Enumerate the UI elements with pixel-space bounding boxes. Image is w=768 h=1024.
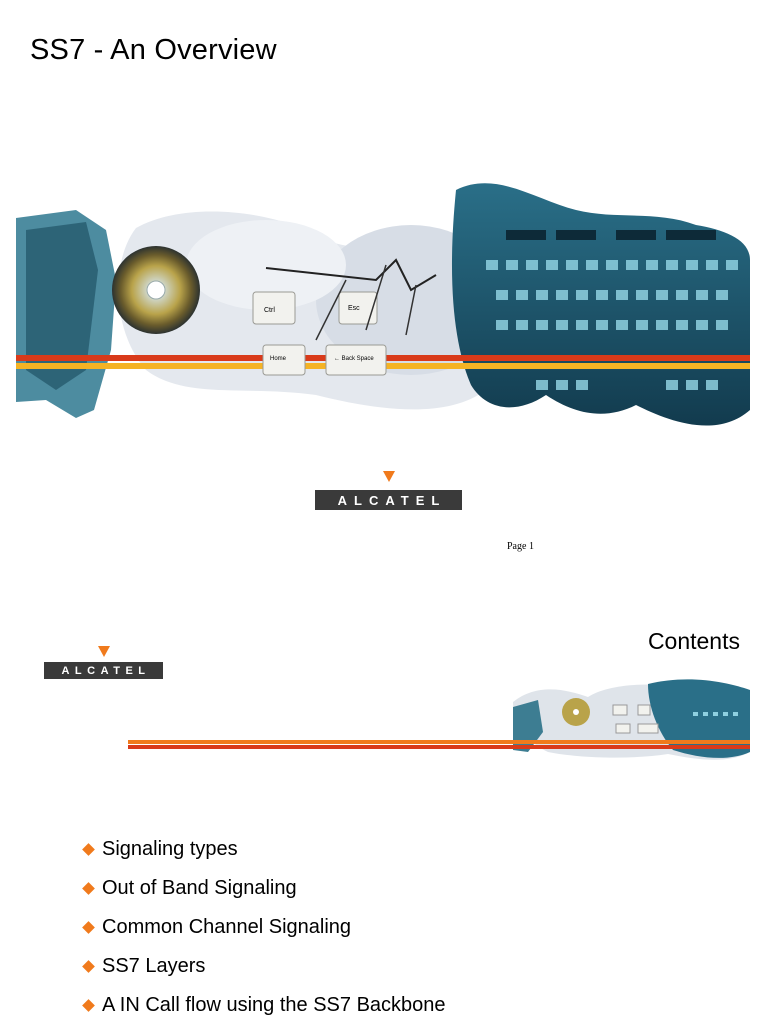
list-item: Common Channel Signaling bbox=[82, 908, 446, 947]
logo-text: ALCATEL bbox=[315, 490, 462, 510]
list-item: A IN Call flow using the SS7 Backbone bbox=[82, 986, 446, 1024]
banner-image: Ctrl Esc Home ← Back Space bbox=[16, 183, 750, 426]
logo-text: ALCATEL bbox=[44, 662, 163, 679]
svg-text:← Back Space: ← Back Space bbox=[334, 356, 374, 362]
bullet-diamond-icon bbox=[82, 882, 95, 895]
contents-title: Contents bbox=[647, 628, 740, 654]
slide-title: SS7 - An Overview bbox=[30, 34, 277, 66]
svg-text:Home: Home bbox=[270, 356, 287, 362]
list-item-label: Out of Band Signaling bbox=[102, 877, 297, 899]
list-item: SS7 Layers bbox=[82, 947, 446, 986]
bullet-diamond-icon bbox=[82, 999, 95, 1012]
list-item-label: Signaling types bbox=[102, 838, 238, 860]
list-item: Out of Band Signaling bbox=[82, 869, 446, 908]
bullet-diamond-icon bbox=[82, 921, 95, 934]
page-number: Page 1 bbox=[507, 541, 534, 552]
mini-banner-image bbox=[128, 679, 750, 760]
logo-triangle-icon bbox=[97, 646, 110, 657]
list-item-label: Common Channel Signaling bbox=[102, 916, 352, 938]
bullet-diamond-icon bbox=[82, 843, 95, 856]
bullet-diamond-icon bbox=[82, 960, 95, 973]
logo-triangle-icon bbox=[382, 471, 395, 482]
contents-list: Signaling types Out of Band Signaling Co… bbox=[82, 830, 446, 1024]
alcatel-logo-small: ALCATEL bbox=[44, 646, 163, 679]
list-item: Signaling types bbox=[82, 830, 446, 869]
list-item-label: SS7 Layers bbox=[102, 955, 206, 977]
svg-text:Esc: Esc bbox=[348, 305, 360, 312]
alcatel-logo: ALCATEL bbox=[315, 471, 462, 510]
list-item-label: A IN Call flow using the SS7 Backbone bbox=[102, 994, 446, 1016]
svg-text:Ctrl: Ctrl bbox=[264, 307, 275, 314]
